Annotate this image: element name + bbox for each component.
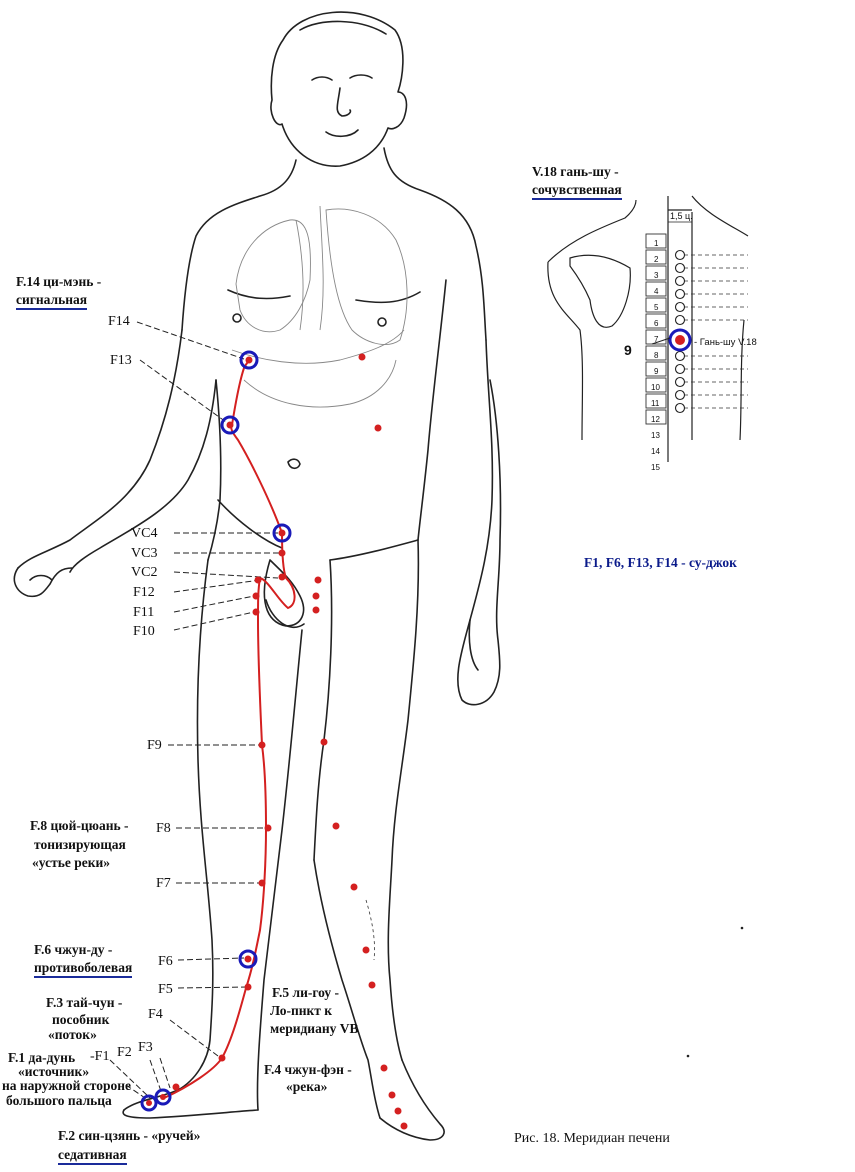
- v18-point-label: - Гань-шу V.18: [694, 337, 757, 348]
- vertebra-number: 15: [651, 463, 660, 472]
- f6-subtitle: противоболевая: [34, 960, 133, 978]
- f5-subtitle-1: Ло-пнкт к: [270, 1003, 333, 1018]
- f6-title: F.6 чжун-ду -: [34, 942, 113, 957]
- f8-title: F.8 цюй-цюань -: [30, 818, 129, 833]
- f2-title: F.2 син-цзянь - «ручей»: [58, 1128, 201, 1143]
- meridian-points: [172, 353, 408, 1130]
- f1-subtitle-3: большого пальца: [6, 1093, 112, 1108]
- label-vc2: VC2: [131, 565, 158, 580]
- f2-subtitle: седативная: [58, 1147, 127, 1165]
- label-f9: F9: [147, 738, 162, 753]
- label-f8: F8: [156, 821, 171, 836]
- v18-title: V.18 гань-шу -: [532, 164, 619, 179]
- vertebra-number: 11: [651, 399, 660, 408]
- label-vc4: VC4: [131, 526, 158, 541]
- back-inset: [547, 195, 749, 462]
- f8-subtitle-1: тонизирующая: [34, 837, 126, 852]
- label-f3: F3: [138, 1040, 153, 1055]
- f1-title: F.1 да-дунь: [8, 1050, 76, 1065]
- vertebra-number: 4: [654, 287, 659, 296]
- label-f4: F4: [148, 1007, 163, 1022]
- v18-subtitle: сочувственная: [532, 182, 622, 200]
- f14-subtitle: сигнальная: [16, 292, 88, 310]
- v18-point: [651, 328, 692, 352]
- label-f1: -F1: [90, 1049, 110, 1064]
- vertebra-number: 2: [654, 255, 659, 264]
- label-f14: F14: [108, 314, 130, 329]
- label-f5: F5: [158, 982, 173, 997]
- vertebra-number: 10: [651, 383, 660, 392]
- f5-title: F.5 ли-гоу -: [272, 985, 340, 1000]
- bladder-line: [684, 254, 748, 409]
- f14-title: F.14 ци-мэнь -: [16, 274, 102, 289]
- f1-subtitle-2: на наружной стороне: [2, 1078, 132, 1093]
- label-f10: F10: [133, 624, 155, 639]
- vertebra-number: 6: [654, 319, 659, 328]
- dashed-skin-line: [365, 899, 375, 961]
- label-f7: F7: [156, 876, 171, 891]
- label-f12: F12: [133, 585, 155, 600]
- vertebra-number: 13: [651, 431, 660, 440]
- label-f11: F11: [133, 605, 155, 620]
- vertebra-number: 9: [654, 367, 659, 376]
- f4-title: F.4 чжун-фэн -: [264, 1062, 352, 1077]
- f8-subtitle-2: «устье реки»: [32, 855, 111, 870]
- f1-subtitle-1: «источник»: [18, 1064, 90, 1079]
- vertebra-number: 7: [654, 335, 659, 344]
- organs-sketch: [231, 205, 408, 408]
- label-f6: F6: [158, 954, 173, 969]
- vertebra-number: 3: [654, 271, 659, 280]
- sujok-note: F1, F6, F13, F14 - су-джок: [584, 555, 737, 570]
- vertebra-number: 1: [654, 239, 659, 248]
- key-points: [140, 350, 292, 1112]
- stray-dots: [686, 926, 744, 1058]
- vertebra-9-label: 9: [624, 342, 632, 358]
- leader-lines: [109, 321, 280, 1101]
- bladder-points: [674, 249, 686, 414]
- vertebra-number: 8: [654, 351, 659, 360]
- f3-subtitle-2: «поток»: [48, 1027, 97, 1042]
- cun-label: 1,5 ц.: [670, 211, 693, 221]
- body-outline: [13, 11, 502, 1141]
- f3-subtitle-1: пособник: [52, 1012, 110, 1027]
- f4-subtitle: «река»: [286, 1079, 328, 1094]
- label-f13: F13: [110, 353, 132, 368]
- vertebra-number: 12: [651, 415, 660, 424]
- figure-caption: Рис. 18. Меридиан печени: [514, 1131, 670, 1146]
- f5-subtitle-2: меридиану VB: [270, 1021, 359, 1036]
- label-f2: F2: [117, 1045, 132, 1060]
- vertebra-number: 14: [651, 447, 660, 456]
- f3-title: F.3 тай-чун -: [46, 995, 123, 1010]
- label-vc3: VC3: [131, 546, 158, 561]
- vertebra-number: 5: [654, 303, 659, 312]
